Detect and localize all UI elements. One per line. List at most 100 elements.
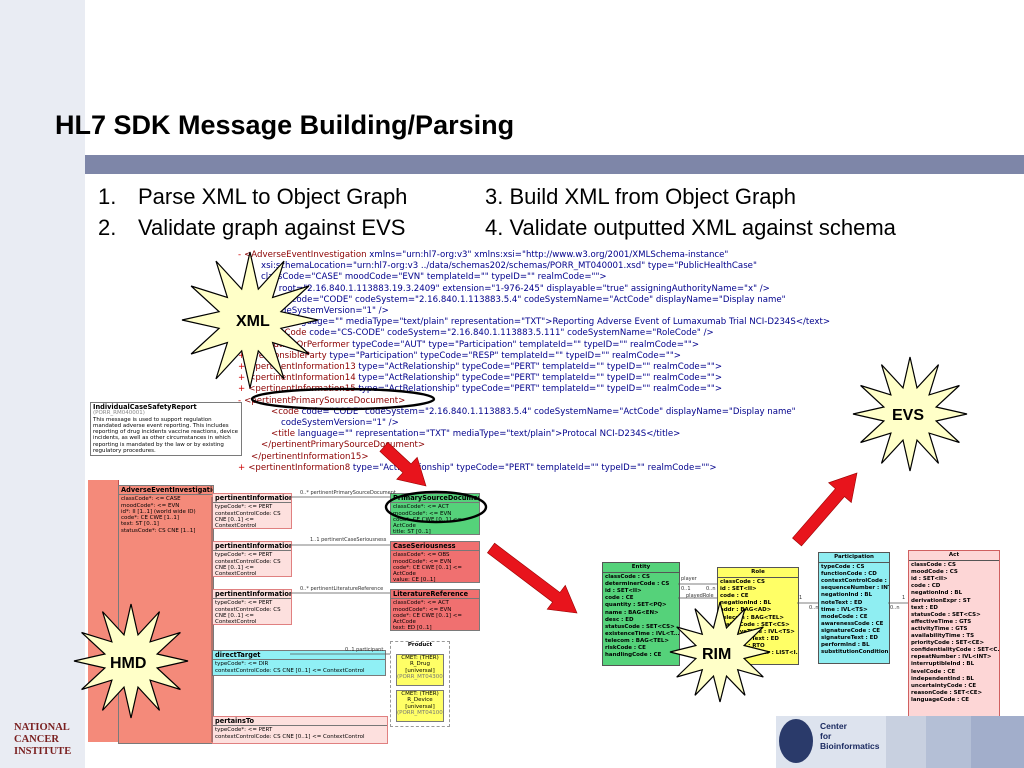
xml-tag: <AdverseEventInvestigation [244,250,367,260]
logo-stripe [971,716,1024,768]
cmet-line: [universal] [405,703,435,710]
flow-arrow [486,542,578,614]
xml-tag: <pertinentInformation13 [248,362,356,373]
rim-attribute: classCode : CS [720,579,766,586]
hmd-attribute: typeCode*: <= PERT [215,727,273,734]
rim-class-title: Act [909,551,999,562]
step-number: 1. [98,184,117,209]
hmd-class-title: CaseSeriousness [391,542,479,552]
xml-attributes: xsi:schemaLocation="urn:hl7-org:v3 ../da… [261,261,757,272]
hmd-class-title: AdverseEventInvestigation [119,486,214,496]
hmd-attribute: contextControlCode: CS CNE [0..1] <= Con… [215,733,365,740]
hmd-attribute: contextControlCode: CS CNE [0..1] <= Con… [215,558,281,577]
hmd-class-pi13: pertinentInformation13typeCode*: <= PERT… [212,589,292,625]
xml-burst: XML [181,251,319,389]
rim-attribute: desc : ED [605,616,634,623]
rim-attribute: code : CE [605,595,634,602]
center-logo-line: for [820,731,832,741]
rim-attribute: independentInd : BL [911,675,974,682]
rim-attribute: handlingCode : CE [605,652,662,659]
hmd-rel-label: 0..* pertinentPrimarySourceDocument [300,490,396,496]
rim-attribute: statusCode : SET<CS> [605,623,675,630]
xml-toggle-marker[interactable]: + [238,384,246,395]
hmd-attribute: classCode*: <= CASE [121,496,181,503]
cmet-line: CMET: (THER) [401,655,439,661]
rim-class-title: Participation [819,553,889,564]
hmd-attribute: typeCode*: <= PERT [215,600,273,607]
flow-arrow [792,472,858,547]
hmd-attribute: code*: CE CWE [0..1] <= ActCode [393,564,462,578]
hmd-attribute: id*: II [1..1] (world wide ID) [121,508,196,515]
xml-toggle-marker[interactable]: + [238,462,246,473]
cmet-line: (PORR_MT043000UV) [397,673,443,680]
rim-connectors [678,583,908,604]
rim-attribute: id : SET<II> [720,586,757,593]
hmd-attribute: contextControlCode: CS CNE [0..1] <= Con… [215,606,281,625]
burst-shape [73,603,189,719]
nci-logo-line: INSTITUTE [14,746,72,757]
xml-toggle-marker[interactable]: + [238,350,246,361]
rim-label-m5: 0..n [890,605,900,611]
xml-attributes: xmlns="urn:hl7-org:v3" xmlns:xsi="http:/… [366,250,729,260]
hmd-class-pi15: pertinentInformation15typeCode*: <= PERT… [212,493,292,529]
xml-attributes: type="ActRelationship" typeCode="PERT" t… [355,384,723,395]
xml-attributes: classCode="CASE" moodCode="EVN" template… [261,272,607,283]
step-1: 1. Parse XML to Object Graph [98,184,407,210]
hmd-burst-label: HMD [110,655,146,672]
rim-attribute: id : SET<II> [911,576,948,583]
rim-attribute: availabilityTime : TS [911,633,975,640]
title-rule [85,155,1024,174]
rim-attribute: repeatNumber : IVL<INT> [911,654,992,661]
xml-tag: <title [271,429,296,440]
xml-tag: <responsibleParty [248,350,327,361]
cmet-line: CMET: (THER) [401,691,439,697]
step-text: Validate graph against EVS [138,215,406,240]
rim-attribute: riskCode : CE [605,645,646,652]
xml-attributes: codeSystemVersion="1" /> [281,418,399,429]
rim-attribute: substitutionCondition... [821,649,890,656]
hmd-class-title: pertainsTo [213,717,387,727]
xml-document-view: -<AdverseEventInvestigation xmlns="urn:h… [238,250,838,474]
xml-attributes: root="2.16.840.1.113883.19.3.2409" exten… [276,283,770,294]
rim-label-m6: 1 [902,595,905,601]
hmd-class-title: pertinentInformation13 [213,590,291,600]
xml-attributes: code="CODE" codeSystem="2.16.840.1.11388… [288,294,786,305]
hmd-attribute: classCode*: <= ACT [393,600,449,607]
xml-toggle-marker[interactable]: + [238,373,246,384]
rim-attribute: classCode : CS [911,562,957,569]
rim-label-played-role: playedRole [686,593,714,599]
xml-toggle-marker[interactable]: - [238,250,242,260]
center-logo-line: Center [820,721,847,731]
xml-attributes: language="" mediaType="text/plain" repre… [285,317,831,328]
xml-toggle-marker[interactable]: - [238,395,242,406]
hmd-note-body: This message is used to support regulati… [93,416,238,455]
nci-logo-line: NATIONAL [14,722,70,733]
flow-arrow [379,442,427,487]
hmd-attribute: statusCode*: CS CNE [1..1] [121,527,196,534]
rim-label-m1: 0..1 [681,586,691,592]
hmd-attribute: code*: CE CWE [0..1] <= ActCode [393,612,462,626]
product-title: Product [407,642,433,648]
hmd-connectors [211,496,390,742]
xml-toggle-marker[interactable]: + [238,362,246,373]
step-4: 4. Validate outputted XML against schema [485,215,896,241]
hmd-note-box: IndividualCaseSafetyReport (PORR_RM04000… [90,402,242,456]
xml-line: codeSystemVersion="1" /> [238,306,838,317]
rim-attribute: quantity : SET<PQ> [605,602,667,609]
rim-attribute: statusCode : SET<CS> [720,621,790,628]
step-text: Parse XML to Object Graph [138,184,408,209]
xml-attributes: code="CS-CODE" codeSystem="2.16.840.1.11… [306,328,714,339]
xml-highlight-oval [250,387,436,411]
product-group: Product CMET: (THER) R_Drug [universal] … [390,641,450,727]
xml-line: <title language="" representation="TXT" … [238,429,838,440]
xml-attributes: type="ActRelationship" typeCode="PERT" t… [350,462,717,473]
step-2: 2.Validate graph against EVS [98,215,405,241]
xml-line: +<pertinentInformation14 type="ActRelati… [238,373,838,384]
